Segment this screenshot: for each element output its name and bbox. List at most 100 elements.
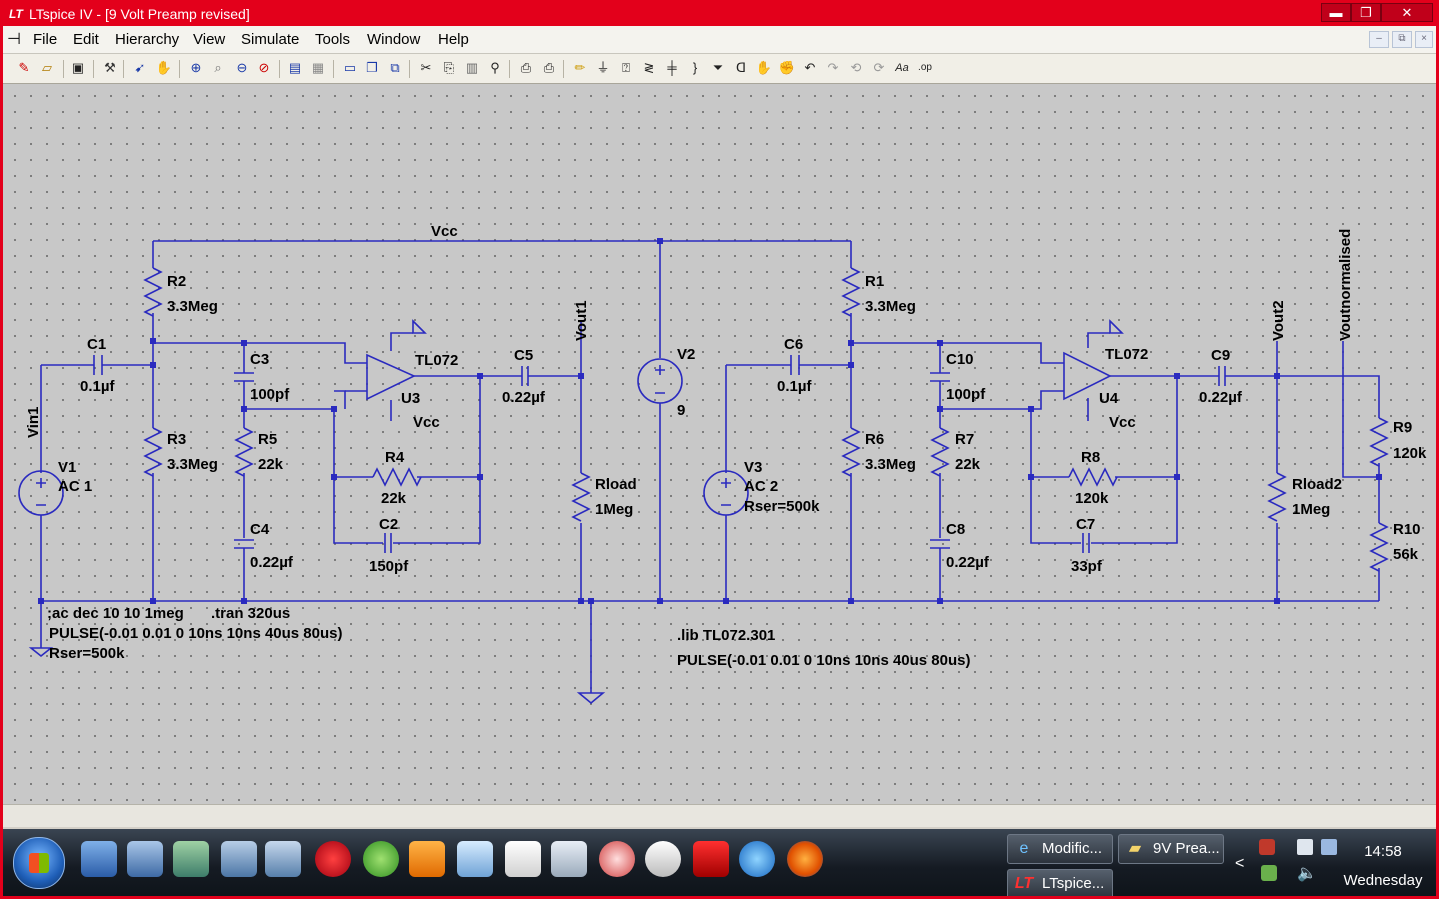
tray-speaker-red-icon[interactable] (1259, 839, 1275, 855)
ltspice-quicklaunch-icon[interactable] (693, 841, 729, 877)
document-icon[interactable] (505, 841, 541, 877)
red-app-icon[interactable] (315, 841, 351, 877)
run-icon[interactable]: ➹ (134, 60, 146, 75)
tray-security-icon[interactable] (1261, 865, 1277, 881)
media-center-icon[interactable] (363, 841, 399, 877)
drag-icon[interactable]: ✊ (778, 60, 796, 75)
zoom-out-icon[interactable]: ⊖ (236, 60, 248, 75)
directive-tran: .tran 320us (211, 605, 290, 622)
rload-name: Rload (595, 476, 637, 493)
r5-name: R5 (258, 431, 277, 448)
horizontal-scrollbar[interactable] (3, 804, 1436, 827)
menu-window[interactable]: Window (367, 31, 421, 48)
print-icon[interactable]: ⎙ (543, 60, 555, 75)
title-bar[interactable]: LT LTspice IV - [9 Volt Preamp revised] … (3, 3, 1436, 26)
control-panel-icon[interactable]: ⚒ (104, 60, 116, 75)
start-button[interactable] (13, 837, 65, 889)
draw-wire-icon[interactable]: ✏ (574, 60, 586, 75)
mdi-close-button[interactable]: × (1415, 31, 1433, 48)
c7-name: C7 (1076, 516, 1095, 533)
system-clock[interactable]: 14:58 Wednesday (1338, 843, 1428, 889)
mdi-minimize-button[interactable]: – (1369, 31, 1389, 48)
find-icon[interactable]: ⚲ (490, 60, 500, 75)
net-label-vout2: Vout2 (1270, 300, 1287, 341)
switch-windows-icon[interactable] (127, 841, 163, 877)
save-icon[interactable]: ▣ (71, 60, 85, 75)
schematic-labels: Vcc Vin1 Vout1 Vout2 Voutnormalised C1 0… (25, 223, 1427, 669)
menu-edit[interactable]: Edit (73, 31, 99, 48)
zoom-fit-icon[interactable]: ⊘ (258, 60, 270, 75)
firefox-icon[interactable] (787, 841, 823, 877)
media-player-icon[interactable] (409, 841, 445, 877)
notepad-icon[interactable] (457, 841, 493, 877)
taskbar-button-ie[interactable]: e Modific... (1007, 834, 1113, 864)
internet-explorer-icon[interactable] (739, 841, 775, 877)
window-title: LTspice IV - [9 Volt Preamp revised] (29, 6, 250, 22)
open-icon[interactable]: ▱ (42, 60, 52, 75)
r4-value: 22k (381, 490, 407, 507)
menu-view[interactable]: View (193, 31, 226, 48)
pan-icon[interactable]: ⌕ (214, 60, 222, 75)
print-setup-icon[interactable]: ⎙ (520, 60, 532, 75)
calculator-icon[interactable] (551, 841, 587, 877)
maximize-button[interactable]: ❐ (1351, 3, 1381, 22)
label-net-icon[interactable]: ⍰ (622, 60, 630, 75)
zoom-in-icon[interactable]: ⊕ (190, 60, 202, 75)
menu-hierarchy[interactable]: Hierarchy (115, 31, 180, 48)
tile-vertical-icon[interactable]: ⧉ (390, 60, 400, 75)
snipping-tool-icon[interactable] (599, 841, 635, 877)
taskbar-button-folder[interactable]: ▰ 9V Prea... (1118, 834, 1224, 864)
r6-name: R6 (865, 431, 884, 448)
undo-icon[interactable]: ↶ (804, 60, 816, 75)
tray-volume-icon[interactable]: 🔈 (1297, 865, 1317, 882)
net-label-vin1: Vin1 (25, 407, 42, 438)
r9-value: 120k (1393, 445, 1427, 462)
tray-display-icon[interactable] (1321, 839, 1337, 855)
menu-help[interactable]: Help (438, 31, 469, 48)
wires (40, 240, 1380, 693)
show-desktop-icon[interactable] (81, 841, 117, 877)
cascade-icon[interactable]: ❐ (366, 60, 378, 75)
network-icon[interactable] (265, 841, 301, 877)
diode-icon[interactable]: ⏷ (712, 60, 724, 75)
menu-tools[interactable]: Tools (315, 31, 351, 48)
redo-icon[interactable]: ↷ (827, 60, 839, 75)
cut-icon[interactable]: ✂ (420, 60, 432, 75)
menu-file[interactable]: File (33, 31, 58, 48)
new-schematic-icon[interactable]: ✎ (18, 60, 30, 75)
rotate-icon[interactable]: ⟲ (850, 60, 862, 75)
control-panel-icon[interactable] (221, 841, 257, 877)
mirror-icon[interactable]: ⟳ (873, 60, 885, 75)
rload-value: 1Meg (595, 501, 633, 518)
foobar-icon[interactable] (645, 841, 681, 877)
tray-expand-icon[interactable]: < (1235, 855, 1245, 872)
taskbar-button-ltspice[interactable]: LT LTspice... (1007, 869, 1113, 896)
internet-explorer-small-icon: e (1019, 840, 1029, 857)
mdi-restore-button[interactable]: ⧉ (1392, 31, 1412, 48)
minimize-button[interactable]: ▬ (1321, 3, 1351, 22)
toolbar: ✎ ▱ ▣ ⚒ ➹ ✋ ⊕ ⌕ ⊖ ⊘ ▤ ▦ ▭ ❐ ⧉ ✂ ⎘ ▥ ⚲ ⎙ … (3, 54, 1436, 84)
explorer-icon[interactable] (173, 841, 209, 877)
capacitor-icon[interactable]: ╪ (667, 60, 677, 75)
tray-network-icon[interactable] (1297, 839, 1313, 855)
copy-icon[interactable]: ⎘ (443, 60, 455, 75)
move-icon[interactable]: ✋ (755, 60, 773, 75)
v1-value: AC 1 (58, 478, 92, 495)
autorange-icon[interactable]: ▤ (288, 60, 302, 75)
resistor-icon[interactable]: ≷ (643, 60, 655, 75)
spice-directive-icon[interactable]: .op (918, 62, 932, 73)
r8-value: 120k (1075, 490, 1109, 507)
halt-icon[interactable]: ✋ (155, 60, 173, 75)
schematic-canvas[interactable]: Vcc Vin1 Vout1 Vout2 Voutnormalised C1 0… (3, 84, 1436, 804)
inductor-icon[interactable]: } (692, 60, 698, 75)
tile-horizontal-icon[interactable]: ▭ (343, 60, 357, 75)
menu-simulate[interactable]: Simulate (241, 31, 300, 48)
close-button[interactable]: ✕ (1381, 3, 1433, 22)
text-icon[interactable]: Aa (895, 62, 909, 74)
ltspice-logo-icon: LT (9, 7, 23, 21)
component-icon[interactable]: ᗡ (736, 60, 746, 75)
grid-icon[interactable]: ▦ (311, 60, 325, 75)
ground-icon[interactable]: ⏚ (596, 60, 610, 75)
paste-icon[interactable]: ▥ (465, 60, 479, 75)
